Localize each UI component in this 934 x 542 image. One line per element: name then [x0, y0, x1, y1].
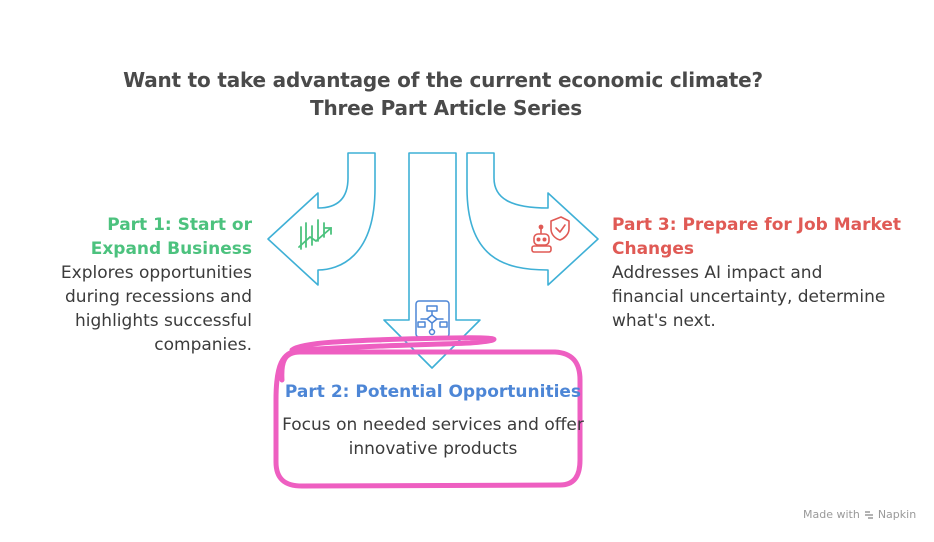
- made-with-label: Made with: [803, 508, 860, 521]
- footer-credit[interactable]: Made with Napkin: [803, 508, 916, 521]
- growth-chart-icon: [298, 219, 332, 250]
- part1-title: Part 1: Start or Expand Business: [90, 215, 252, 259]
- napkin-brand: Napkin: [877, 508, 917, 521]
- part1-description: Explores opportunities during recessions…: [60, 263, 252, 355]
- flowchart-icon: [415, 300, 450, 338]
- diagram-title-line1: Want to take advantage of the current ec…: [123, 68, 763, 92]
- part2-title: Part 2: Potential Opportunities: [284, 382, 582, 402]
- left-arrow: [267, 152, 376, 286]
- robot-shield-icon: [531, 216, 570, 253]
- napkin-logo-icon: [864, 510, 873, 519]
- part2-description: Focus on needed services and offer innov…: [282, 415, 584, 459]
- highlight-scribble: [273, 335, 583, 489]
- part3-title: Part 3: Prepare for Job Market Changes: [612, 215, 902, 259]
- part3-description: Addresses AI impact and financial uncert…: [612, 263, 886, 331]
- diagram-title-line2: Three Part Article Series: [310, 96, 582, 120]
- right-arrow: [466, 152, 599, 286]
